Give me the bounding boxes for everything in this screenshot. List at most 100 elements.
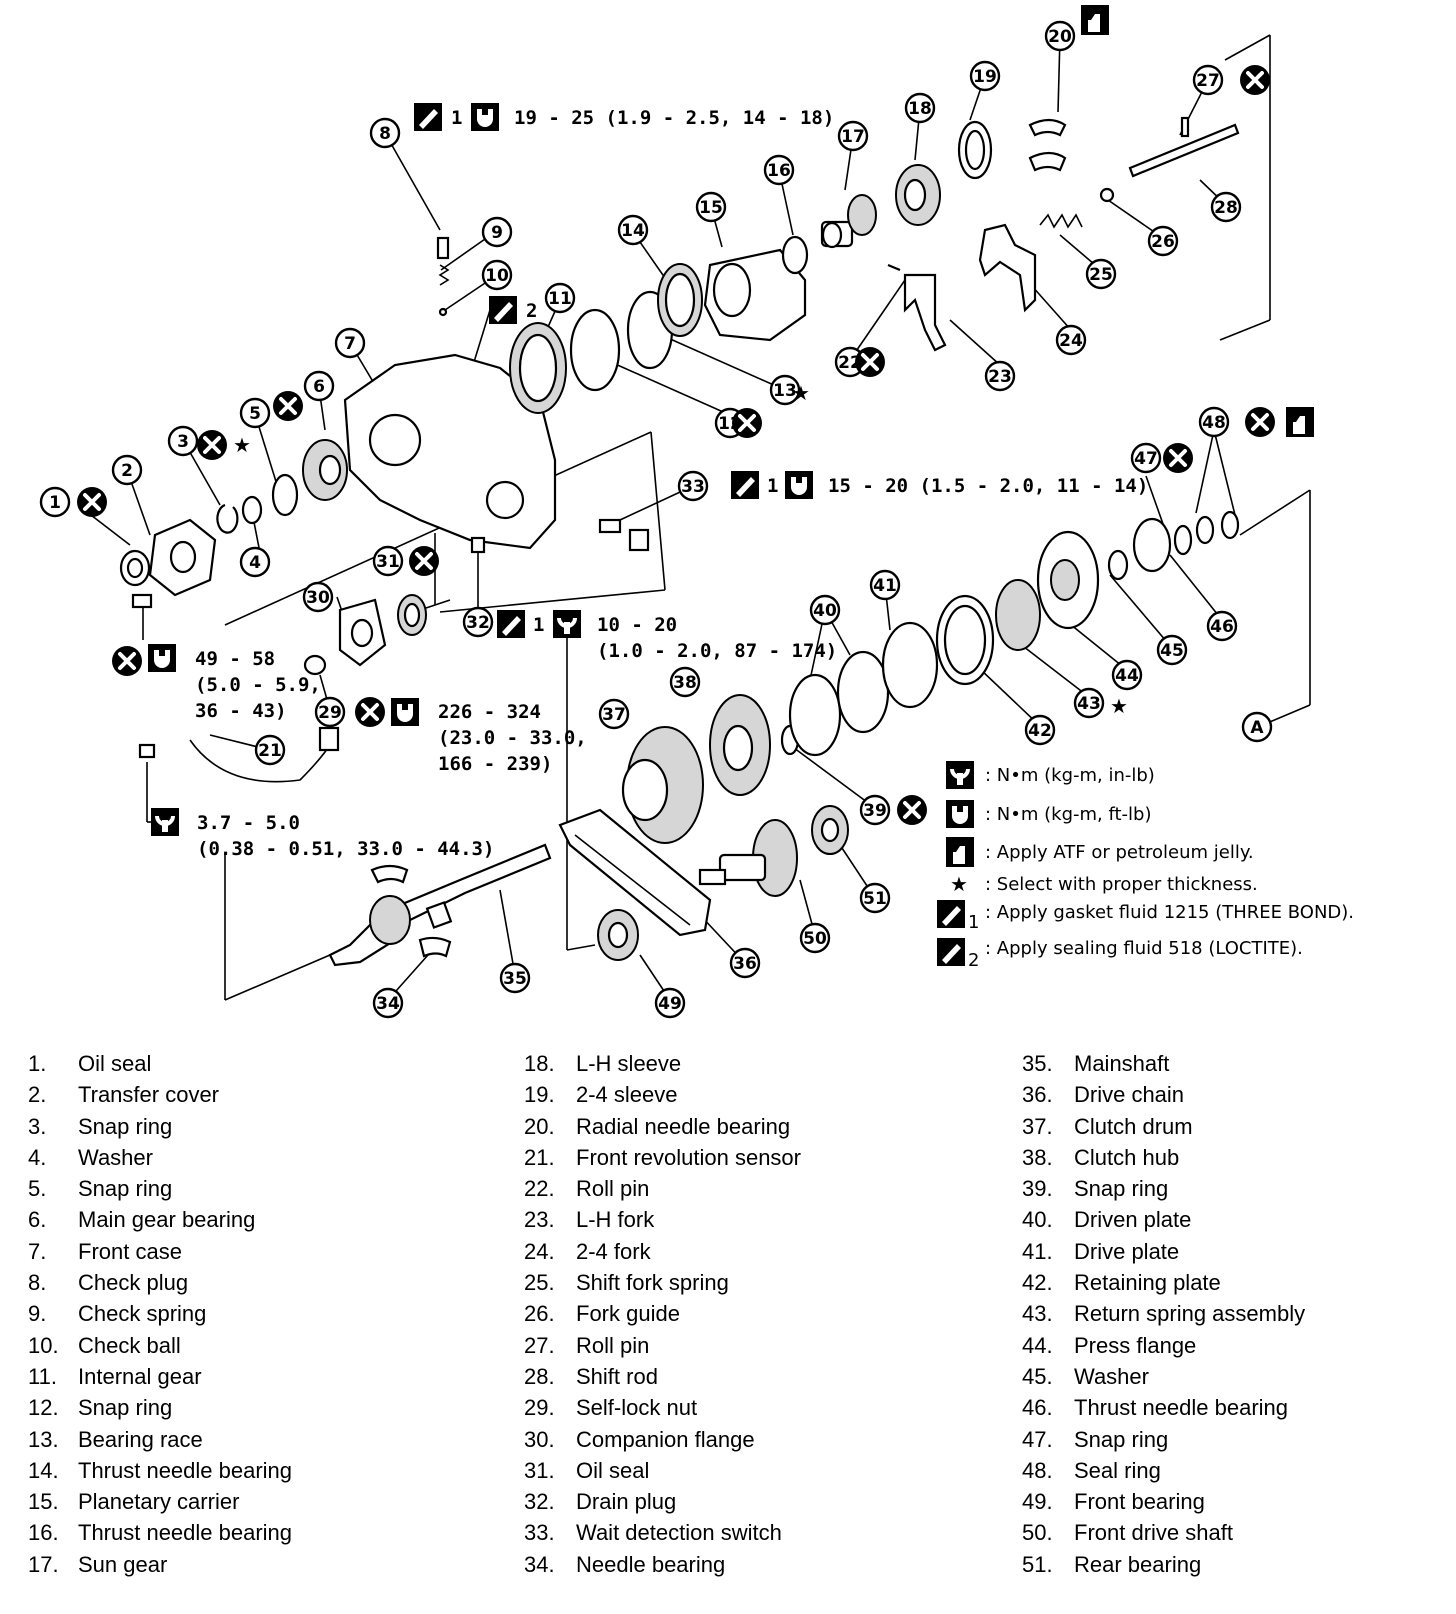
callout-44: 44	[1111, 659, 1143, 691]
callout-circle	[1111, 659, 1143, 691]
part-number: 15.	[28, 1489, 59, 1515]
callout-circle	[39, 486, 71, 518]
callout-circle	[904, 92, 936, 124]
part-row: 41.Drive plate	[1022, 1236, 1305, 1267]
part-row: 42.Retaining plate	[1022, 1267, 1305, 1298]
part-number: 25.	[524, 1270, 555, 1296]
callout-34: 34	[372, 987, 404, 1019]
callout-circle	[1055, 324, 1087, 356]
callout-label: 38	[673, 673, 697, 693]
part-name: Front case	[78, 1238, 182, 1264]
legend-sealing: : Apply sealing fluid 518 (LOCTITE).	[985, 938, 1303, 959]
part-name: Bearing race	[78, 1426, 203, 1452]
part-name: Seal ring	[1074, 1457, 1161, 1483]
part-name: Shift rod	[576, 1363, 658, 1389]
star-3: ★	[233, 435, 251, 457]
torque-2-value-line1: 49 - 58	[195, 648, 275, 670]
callout-label: 24	[1059, 331, 1083, 351]
part-number: 43.	[1022, 1301, 1053, 1327]
part-name: Shift fork spring	[576, 1270, 729, 1296]
torque-specs: 1 19 - 25 (1.9 - 2.5, 14 - 18) 2 1 15 - …	[110, 103, 1148, 860]
part-row: 13.Bearing race	[28, 1424, 292, 1455]
callout-label: 21	[258, 741, 282, 761]
callout-5: 5	[239, 397, 271, 429]
callout-label: A	[1250, 718, 1264, 738]
part-name: Front bearing	[1074, 1489, 1205, 1515]
part-name: L-H sleeve	[576, 1051, 682, 1076]
part-number: 36.	[1022, 1082, 1053, 1108]
part-number: 37.	[1022, 1113, 1053, 1139]
callout-30: 30	[302, 581, 334, 613]
part-name: Clutch drum	[1074, 1113, 1193, 1139]
part-number: 42.	[1022, 1270, 1053, 1296]
part-row: 43.Return spring assembly	[1022, 1298, 1305, 1329]
part-number: 30.	[524, 1426, 555, 1452]
callout-25: 25	[1085, 258, 1117, 290]
part-number: 16.	[28, 1520, 59, 1546]
callout-8: 8	[369, 117, 401, 149]
callout-label: 30	[306, 588, 330, 608]
part-row: 26.Fork guide	[524, 1298, 801, 1329]
torque-29-value-line2: (23.0 - 33.0,	[438, 727, 587, 749]
torque-32-value-line2: (1.0 - 2.0, 87 - 174)	[597, 640, 837, 662]
torque-2-value-line2: (5.0 - 5.9,	[195, 674, 321, 696]
part-row: 38.Clutch hub	[1022, 1142, 1305, 1173]
part-number: 14.	[28, 1457, 59, 1483]
callout-circle	[1024, 714, 1056, 746]
callout-7: 7	[334, 327, 366, 359]
callout-23: 23	[984, 360, 1016, 392]
callout-circle	[1073, 687, 1105, 719]
part-number: 50.	[1022, 1520, 1053, 1546]
legend-gasket-num: 1	[968, 912, 979, 933]
callout-label: 36	[733, 954, 757, 974]
part-number: 3.	[28, 1113, 47, 1139]
callout-label: 6	[313, 377, 325, 397]
part-row: 48.Seal ring	[1022, 1455, 1305, 1486]
part-name: Check plug	[78, 1270, 189, 1296]
part-name: Check spring	[78, 1301, 207, 1327]
part-row: 6.Main gear bearing	[28, 1204, 292, 1235]
callout-label: 43	[1077, 694, 1101, 714]
callout-circle	[1156, 634, 1188, 666]
callout-circle	[1198, 406, 1230, 438]
part-name: Washer	[1074, 1363, 1149, 1389]
part-name: Planetary carrier	[78, 1489, 240, 1515]
callout-circle	[1206, 610, 1238, 642]
callout-circle	[302, 581, 334, 613]
callout-circle	[859, 882, 891, 914]
part-row: 27.Roll pin	[524, 1330, 801, 1361]
part-number: 7.	[28, 1238, 47, 1264]
callout-circle	[729, 947, 761, 979]
torque-2-value-line3: 36 - 43)	[195, 700, 287, 722]
callout-markers: 1234567891011121314151617181920212223242…	[39, 20, 1273, 1019]
part-name: Self-lock nut	[576, 1395, 698, 1421]
part-number: 5.	[28, 1176, 47, 1202]
callout-circle	[1085, 258, 1117, 290]
callout-label: 14	[621, 221, 645, 241]
callout-label: 48	[1202, 413, 1226, 433]
part-name: Sun gear	[78, 1551, 168, 1577]
part-name: Clutch hub	[1074, 1144, 1180, 1170]
callout-circle	[869, 569, 901, 601]
part-number: 18.	[524, 1051, 555, 1076]
part-number: 32.	[524, 1489, 555, 1515]
callout-circle	[1044, 20, 1076, 52]
callout-51: 51	[859, 882, 891, 914]
callout-46: 46	[1206, 610, 1238, 642]
callout-circle	[111, 454, 143, 486]
callout-47: 47	[1130, 442, 1162, 474]
legend-atf: : Apply ATF or petroleum jelly.	[985, 842, 1254, 863]
callout-circle	[239, 397, 271, 429]
callout-18: 18	[904, 92, 936, 124]
torque-29-value-line1: 226 - 324	[438, 701, 541, 723]
callout-circle	[1192, 64, 1224, 96]
part-row: 22.Roll pin	[524, 1173, 801, 1204]
callout-15: 15	[695, 191, 727, 223]
part-number: 6.	[28, 1207, 47, 1233]
callout-label: 44	[1115, 666, 1139, 686]
callout-26: 26	[1147, 225, 1179, 257]
part-name: Snap ring	[78, 1113, 173, 1139]
part-row: 1.Oil seal	[28, 1048, 292, 1079]
part-name: Press flange	[1074, 1332, 1197, 1358]
